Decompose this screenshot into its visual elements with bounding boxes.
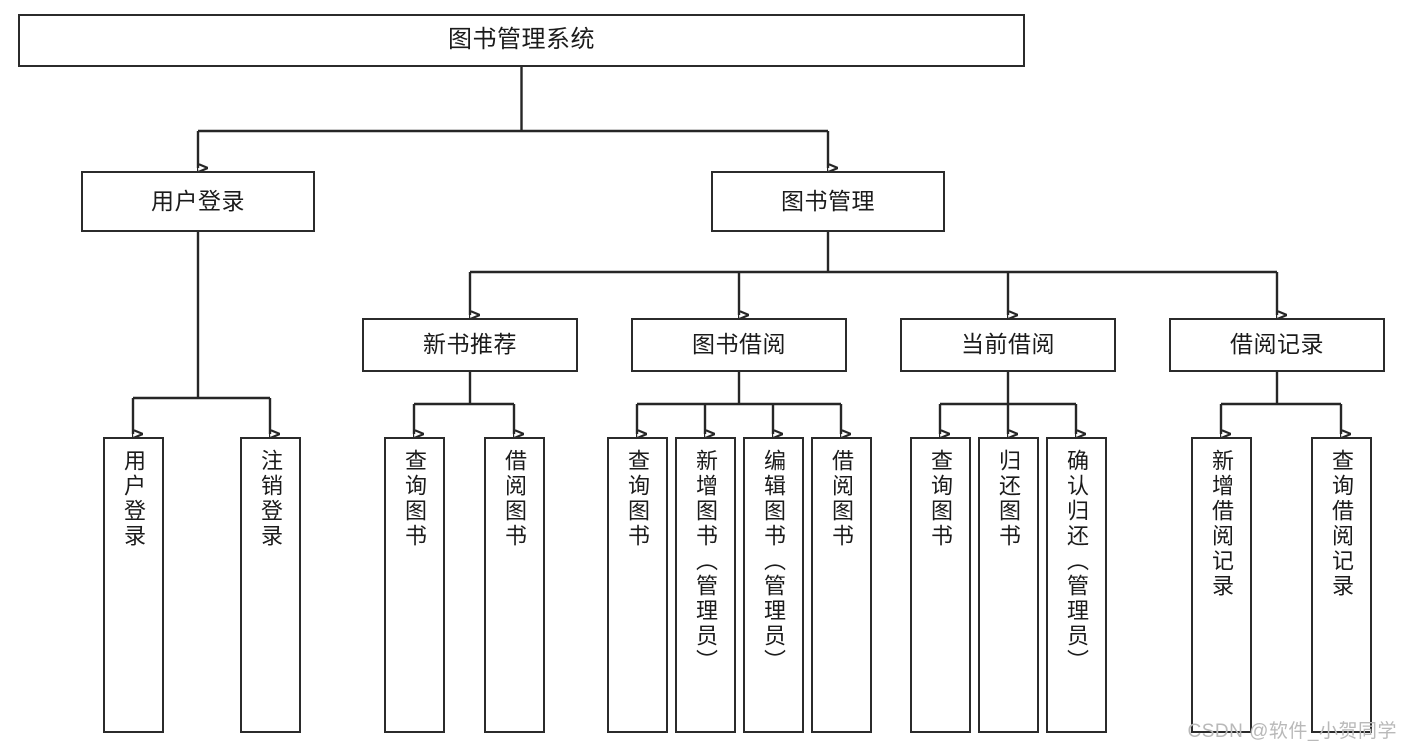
node-user-login-label: 用户登录	[151, 187, 245, 214]
leaf-edit-book-label: 编辑图书（管理员）	[761, 449, 787, 674]
node-user-login[interactable]: 用户登录	[81, 171, 315, 232]
leaf-add-record-label: 新增借阅记录	[1209, 449, 1235, 599]
leaf-add-book-label: 新增图书（管理员）	[693, 449, 719, 674]
leaf-query-record-label: 查询借阅记录	[1329, 449, 1355, 599]
leaf-borrow-book-2[interactable]: 借阅图书	[811, 437, 872, 733]
leaf-query-record[interactable]: 查询借阅记录	[1311, 437, 1372, 733]
csdn-watermark: CSDN @软件_小贺同学	[1187, 721, 1397, 742]
leaf-borrow-book-1[interactable]: 借阅图书	[484, 437, 545, 733]
leaf-query-book-1-label: 查询图书	[402, 449, 428, 549]
node-book-manage-label: 图书管理	[781, 187, 875, 214]
leaf-add-record[interactable]: 新增借阅记录	[1191, 437, 1252, 733]
node-borrow-record[interactable]: 借阅记录	[1169, 318, 1385, 372]
leaf-user-login-label: 用户登录	[121, 449, 147, 549]
leaf-logout-login[interactable]: 注销登录	[240, 437, 301, 733]
node-book-borrow-label: 图书借阅	[692, 331, 786, 358]
node-new-book-recommend[interactable]: 新书推荐	[362, 318, 578, 372]
node-root-label: 图书管理系统	[448, 26, 595, 54]
node-current-borrow-label: 当前借阅	[961, 331, 1055, 358]
leaf-borrow-book-1-label: 借阅图书	[502, 449, 528, 549]
leaf-add-book[interactable]: 新增图书（管理员）	[675, 437, 736, 733]
node-book-manage[interactable]: 图书管理	[711, 171, 945, 232]
leaf-edit-book[interactable]: 编辑图书（管理员）	[743, 437, 804, 733]
leaf-query-book-3[interactable]: 查询图书	[910, 437, 971, 733]
leaf-query-book-2-label: 查询图书	[625, 449, 651, 549]
leaf-confirm-return[interactable]: 确认归还（管理员）	[1046, 437, 1107, 733]
leaf-logout-login-label: 注销登录	[258, 449, 284, 549]
leaf-return-book[interactable]: 归还图书	[978, 437, 1039, 733]
node-root[interactable]: 图书管理系统	[18, 14, 1025, 67]
node-book-borrow[interactable]: 图书借阅	[631, 318, 847, 372]
node-borrow-record-label: 借阅记录	[1230, 331, 1324, 358]
node-current-borrow[interactable]: 当前借阅	[900, 318, 1116, 372]
leaf-confirm-return-label: 确认归还（管理员）	[1064, 449, 1090, 674]
leaf-borrow-book-2-label: 借阅图书	[829, 449, 855, 549]
leaf-user-login[interactable]: 用户登录	[103, 437, 164, 733]
leaf-query-book-2[interactable]: 查询图书	[607, 437, 668, 733]
leaf-query-book-1[interactable]: 查询图书	[384, 437, 445, 733]
leaf-query-book-3-label: 查询图书	[928, 449, 954, 549]
leaf-return-book-label: 归还图书	[996, 449, 1022, 549]
node-new-book-recommend-label: 新书推荐	[423, 331, 517, 358]
